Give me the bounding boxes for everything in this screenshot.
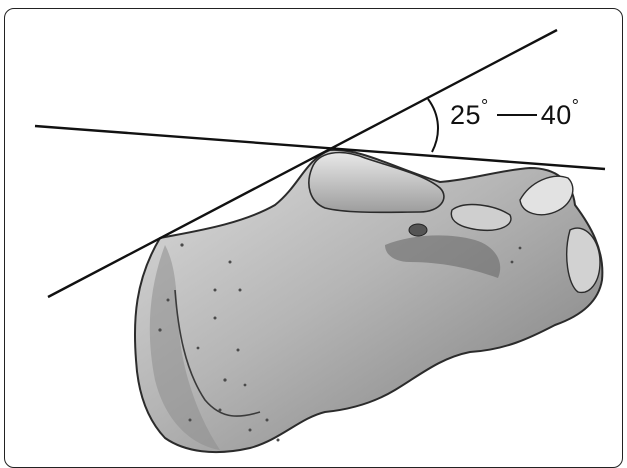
posterior-facet xyxy=(309,153,444,213)
range-dash xyxy=(497,114,537,116)
angle-arc xyxy=(428,99,438,152)
foramen xyxy=(409,224,427,236)
angle-min-degree: ° xyxy=(481,96,489,116)
angle-min-value: 25 xyxy=(450,100,481,130)
angle-range-label: 25°40° xyxy=(450,100,580,131)
angle-max-degree: ° xyxy=(572,96,580,116)
angle-max-value: 40 xyxy=(541,100,572,130)
